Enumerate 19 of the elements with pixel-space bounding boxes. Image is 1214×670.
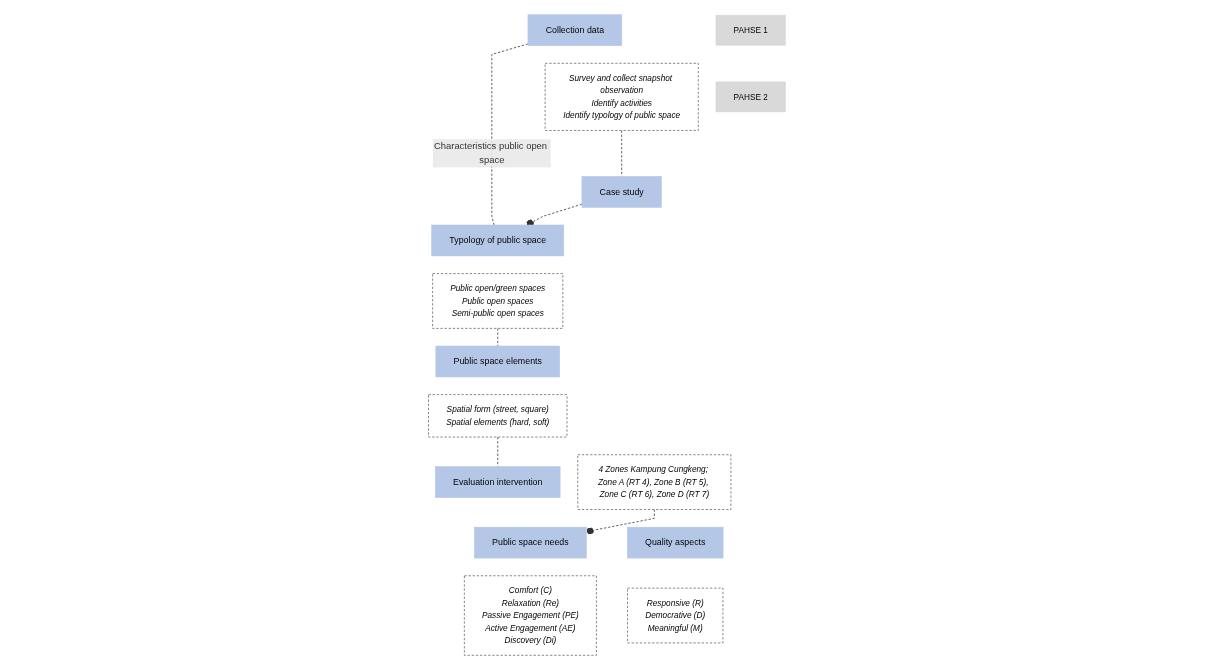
node-box [464, 575, 597, 656]
connector [497, 436, 499, 468]
node-box [715, 81, 786, 113]
node-box [432, 273, 564, 329]
connector [491, 43, 529, 226]
node-box [428, 394, 568, 438]
node-box [715, 14, 786, 46]
node-box [627, 526, 724, 559]
node-box [581, 176, 662, 208]
node-box [544, 63, 699, 131]
node-box [627, 587, 724, 644]
connector [497, 328, 499, 347]
node-box [435, 345, 560, 378]
node-box [527, 14, 623, 46]
node-box [435, 466, 561, 498]
connector [621, 130, 623, 177]
node-box [431, 224, 565, 257]
node-box [474, 526, 587, 559]
node-box [577, 454, 732, 510]
